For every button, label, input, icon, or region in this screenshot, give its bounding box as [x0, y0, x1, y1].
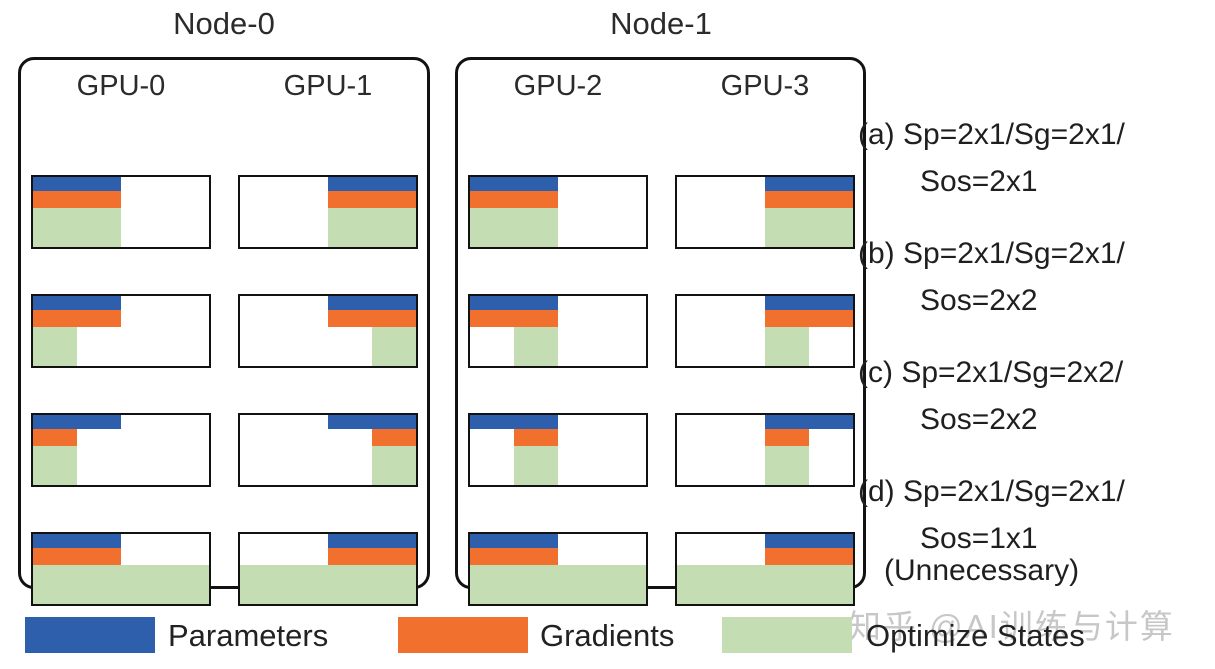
- gpu-label: GPU-3: [720, 70, 810, 102]
- memory-box-a-gpu-0: [31, 175, 211, 249]
- config-line1: (d) Sp=2x1/Sg=2x1/: [858, 475, 1125, 508]
- gradients-bar: [33, 191, 121, 208]
- config-label-c: (c) Sp=2x1/Sg=2x2/ Sos=2x2: [858, 350, 1214, 443]
- legend-swatch-gradients: [398, 617, 528, 653]
- config-label-b: (b) Sp=2x1/Sg=2x1/ Sos=2x2: [858, 231, 1214, 324]
- parameters-bar: [328, 296, 416, 310]
- memory-box-a-gpu-2: [468, 175, 648, 249]
- gpu-label: GPU-1: [283, 70, 373, 102]
- gradients-bar: [765, 429, 809, 446]
- parameters-bar: [470, 177, 558, 191]
- gradients-bar: [33, 548, 121, 565]
- gpu-label: GPU-0: [76, 70, 166, 102]
- config-line2: Sos=2x1: [920, 164, 1038, 198]
- memory-box-d-gpu-3: [675, 532, 855, 606]
- gpu-memory-grid: [468, 117, 860, 606]
- gradients-bar: [33, 429, 77, 446]
- parameters-bar: [765, 177, 853, 191]
- optimizer-states-bar: [33, 445, 77, 485]
- parameters-bar: [328, 534, 416, 548]
- memory-box-c-gpu-0: [31, 413, 211, 487]
- gradients-bar: [514, 429, 558, 446]
- optimizer-states-bar: [33, 326, 77, 366]
- optimizer-states-bar: [372, 326, 416, 366]
- parameters-bar: [33, 177, 121, 191]
- memory-box-a-gpu-1: [238, 175, 418, 249]
- gradients-bar: [328, 191, 416, 208]
- optimizer-states-bar: [470, 207, 558, 247]
- memory-box-c-gpu-3: [675, 413, 855, 487]
- parameters-bar: [470, 296, 558, 310]
- parameters-bar: [33, 296, 121, 310]
- gradients-bar: [470, 548, 558, 565]
- optimizer-states-bar: [240, 564, 416, 604]
- memory-box-d-gpu-1: [238, 532, 418, 606]
- optimizer-states-bar: [470, 564, 646, 604]
- config-label-d: (d) Sp=2x1/Sg=2x1/ Sos=1x1 (Unnecessary): [858, 469, 1214, 595]
- gradients-bar: [470, 310, 558, 327]
- node-box-0: GPU-0 GPU-1: [18, 57, 430, 606]
- gradients-bar: [765, 191, 853, 208]
- optimizer-states-bar: [677, 564, 853, 604]
- optimizer-states-bar: [765, 207, 853, 247]
- optimizer-states-bar: [514, 445, 558, 485]
- gradients-bar: [328, 548, 416, 565]
- optimizer-states-bar: [33, 207, 121, 247]
- memory-box-b-gpu-0: [31, 294, 211, 368]
- config-line1: (a) Sp=2x1/Sg=2x1/: [858, 118, 1125, 151]
- gradients-bar: [372, 429, 416, 446]
- config-note: (Unnecessary): [884, 554, 1080, 587]
- config-label-a: (a) Sp=2x1/Sg=2x1/ Sos=2x1: [858, 112, 1214, 205]
- legend-label-gradients: Gradients: [540, 618, 675, 653]
- gradients-bar: [765, 548, 853, 565]
- memory-box-b-gpu-2: [468, 294, 648, 368]
- gradients-bar: [765, 310, 853, 327]
- legend-swatch-parameters: [25, 617, 155, 653]
- config-line1: (b) Sp=2x1/Sg=2x1/: [858, 237, 1125, 270]
- optimizer-states-bar: [328, 207, 416, 247]
- parameters-bar: [328, 177, 416, 191]
- legend-label-parameters: Parameters: [168, 618, 329, 653]
- parameters-bar: [33, 534, 121, 548]
- gradients-bar: [33, 310, 121, 327]
- memory-box-b-gpu-3: [675, 294, 855, 368]
- legend-label-optimizer-states: Optimize States: [866, 618, 1085, 653]
- config-line2: Sos=2x2: [920, 283, 1038, 317]
- memory-box-a-gpu-3: [675, 175, 855, 249]
- optimizer-states-bar: [514, 326, 558, 366]
- watermark: 知乎 @AI训练与计算: [848, 608, 1175, 645]
- node-title: Node-0: [173, 6, 275, 41]
- optimizer-states-bar: [765, 445, 809, 485]
- parameters-bar: [33, 415, 121, 429]
- parameters-bar: [765, 296, 853, 310]
- parameters-bar: [765, 534, 853, 548]
- gpu-label: GPU-2: [513, 70, 603, 102]
- optimizer-states-bar: [372, 445, 416, 485]
- parameters-bar: [328, 415, 416, 429]
- parameters-bar: [470, 534, 558, 548]
- memory-box-c-gpu-2: [468, 413, 648, 487]
- optimizer-states-bar: [765, 326, 809, 366]
- parameters-bar: [765, 415, 853, 429]
- config-line2: Sos=1x1: [920, 521, 1038, 555]
- config-line1: (c) Sp=2x1/Sg=2x2/: [858, 356, 1124, 389]
- gradients-bar: [328, 310, 416, 327]
- config-line2: Sos=2x2: [920, 402, 1038, 436]
- gradients-bar: [470, 191, 558, 208]
- node-title: Node-1: [610, 6, 712, 41]
- memory-box-d-gpu-0: [31, 532, 211, 606]
- memory-box-c-gpu-1: [238, 413, 418, 487]
- optimizer-states-bar: [33, 564, 209, 604]
- gpu-memory-grid: [31, 117, 423, 606]
- legend-swatch-optimizer-states: [722, 617, 852, 653]
- parameters-bar: [470, 415, 558, 429]
- memory-box-d-gpu-2: [468, 532, 648, 606]
- node-box-1: GPU-2 GPU-3: [455, 57, 866, 606]
- memory-box-b-gpu-1: [238, 294, 418, 368]
